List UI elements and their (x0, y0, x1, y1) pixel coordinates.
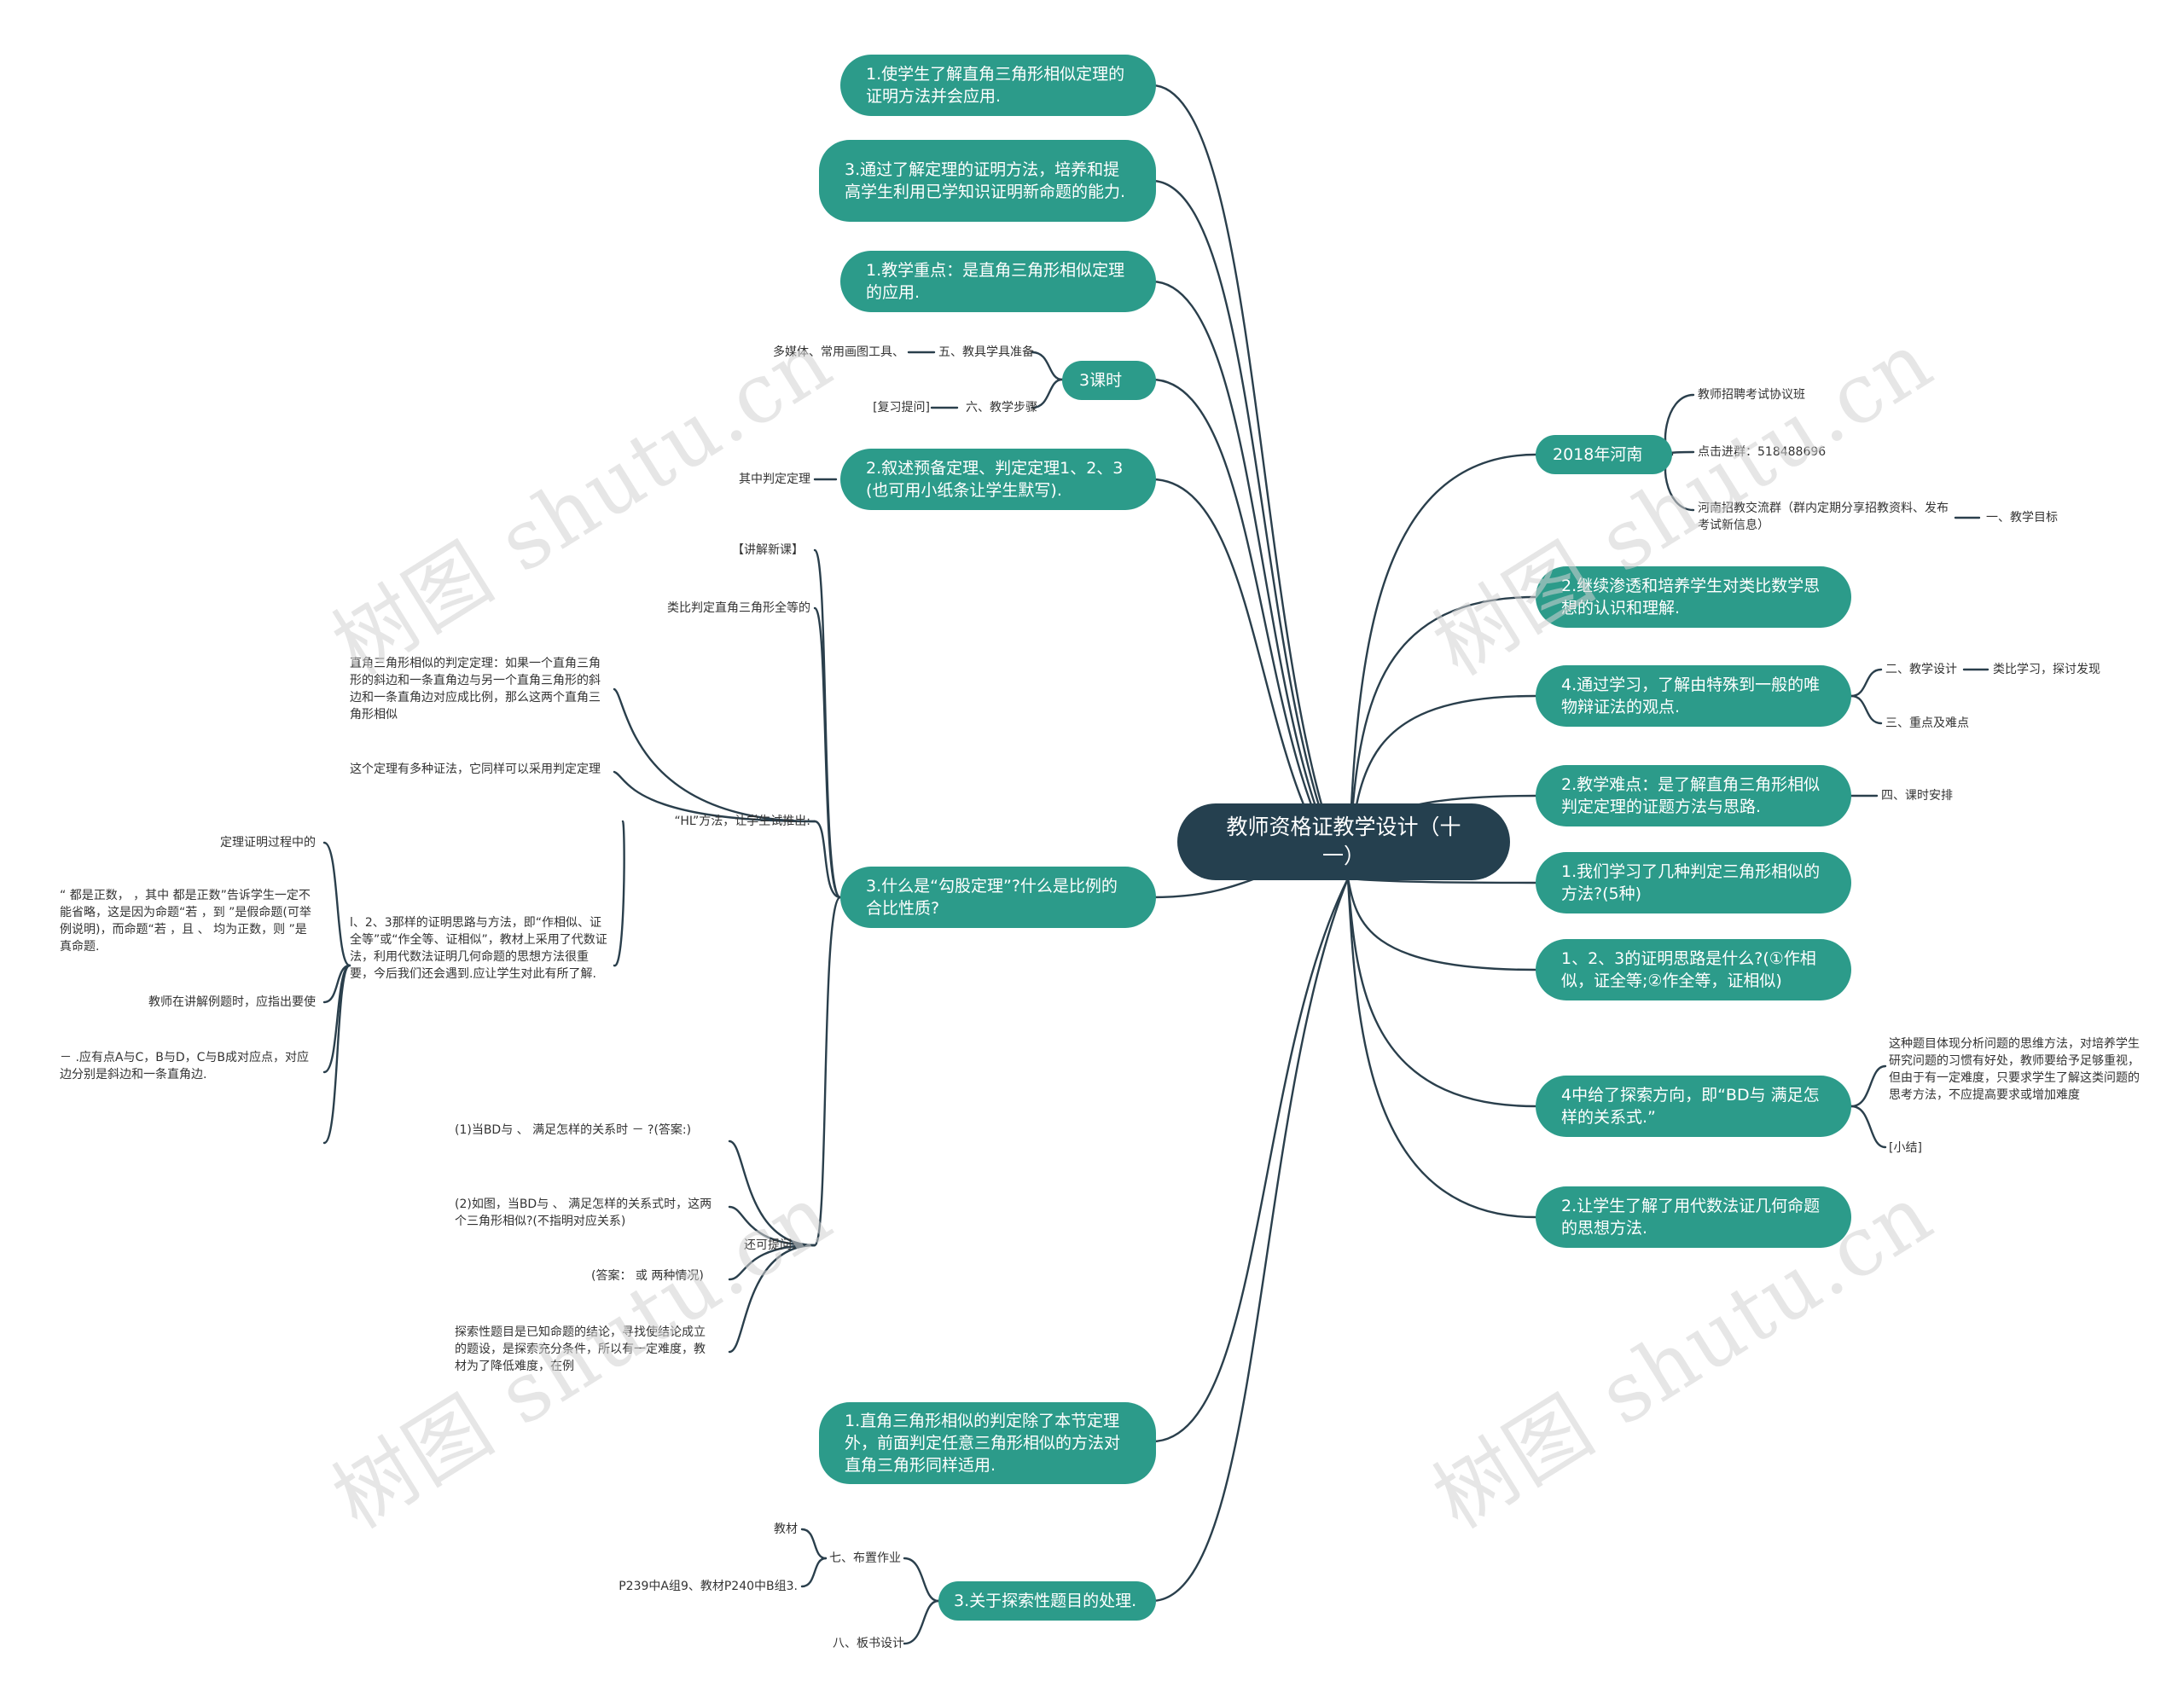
leaf-new-lesson: 【讲解新课】 (732, 543, 804, 557)
leaf-analogy: 类比判定直角三角形全等的 (667, 601, 810, 615)
leaf-judgment-theorem: 其中判定定理 (739, 473, 810, 486)
topic-class-hours[interactable]: 3课时 (1062, 361, 1156, 400)
leaf-key-difficulties: 三、重点及难点 (1885, 716, 1969, 730)
leaf-teaching-steps: 六、教学步骤 (966, 401, 1037, 415)
topic-other-methods[interactable]: 1.直角三角形相似的判定除了本节定理外，前面判定任意三角形相似的方法对直角三角形… (819, 1402, 1156, 1484)
leaf-homework: 七、布置作业 (829, 1551, 901, 1565)
leaf-correspondence: － .应有点A与C，B与D，C与B成对应点，对应边分别是斜边和一条直角边. (60, 1051, 310, 1082)
topic-proof-method[interactable]: 1.使学生了解直角三角形相似定理的证明方法并会应用. (840, 55, 1156, 116)
topic-algebra-geometry[interactable]: 2.让学生了解了用代数法证几何命题的思想方法. (1536, 1186, 1851, 1248)
leaf-proof-process: 定理证明过程中的 (220, 836, 316, 850)
leaf-example-note: 教师在讲解例题时，应指出要使 (148, 995, 316, 1009)
topic-exploration-direction[interactable]: 4中给了探索方向，即“BD与 满足怎样的关系式.” (1536, 1076, 1851, 1137)
leaf-positive-numbers: “ 都是正数， ，其中 都是正数”告诉学生一定不能省略，这是因为命题“若 ，到 … (60, 889, 311, 954)
topic-dialectics[interactable]: 4.通过学习，了解由特殊到一般的唯物辩证法的观点. (1536, 665, 1851, 727)
leaf-review-questions: [复习提问] (873, 401, 930, 415)
leaf-board-design: 八、板书设计 (833, 1637, 904, 1650)
leaf-question-2: (2)如图，当BD与 、 满足怎样的关系式时，这两个三角形相似?(不指明对应关系… (455, 1198, 712, 1228)
branch-connectors (322, 351, 1989, 1645)
leaf-algebra-proof: l、2、3那样的证明思路与方法，即“作相似、证全等”或“作全等、证相似”，教材上… (350, 916, 607, 981)
topic-analogy-thinking[interactable]: 2.继续渗透和培养学生对类比数学思想的认识和理解. (1536, 566, 1851, 628)
topic-exploratory[interactable]: 3.关于探索性题目的处理. (938, 1581, 1156, 1621)
leaf-analogy-learning: 类比学习，探讨发现 (1993, 663, 2100, 676)
topic-henan-2018[interactable]: 2018年河南 (1536, 435, 1672, 474)
leaf-multiple-proofs: 这个定理有多种证法，它同样可以采用判定定理 (350, 763, 601, 776)
leaf-question-1: (1)当BD与 、 满足怎样的关系时 － ?(答案:) (455, 1123, 692, 1137)
leaf-further-questions: 还可提问: (744, 1238, 796, 1252)
leaf-hl-method: “HL”方法，让学生试推出: (674, 815, 810, 828)
leaf-exploration: 探索性题目是已知命题的结论，寻找使结论成立的题设，是探索充分条件，所以有一定难度… (455, 1325, 706, 1373)
leaf-join-group: 点击进群：518488696 (1698, 445, 1827, 459)
topic-key-point[interactable]: 1.教学重点：是直角三角形相似定理的应用. (840, 251, 1156, 312)
leaf-schedule: 四、课时安排 (1881, 789, 1953, 803)
topic-ability[interactable]: 3.通过了解定理的证明方法，培养和提高学生利用已学知识证明新命题的能力. (819, 140, 1156, 222)
leaf-similarity-theorem: 直角三角形相似的判定定理：如果一个直角三角形的斜边和一条直角边与另一个直角三角形… (350, 657, 601, 722)
root-title: 教师资格证教学设计（十一） (1226, 815, 1461, 868)
root-node[interactable]: 教师资格证教学设计（十一） (1177, 803, 1510, 880)
leaf-summary: [小结] (1889, 1141, 1922, 1155)
topic-pythagorean[interactable]: 3.什么是“勾股定理”?什么是比例的合比性质? (840, 867, 1156, 928)
topic-five-methods[interactable]: 1.我们学习了几种判定三角形相似的方法?(5种) (1536, 852, 1851, 913)
leaf-answer: (答案： 或 两种情况) (591, 1269, 704, 1283)
leaf-thinking-method: 这种题目体现分析问题的思维方法，对培养学生研究问题的习惯有好处，教师要给予足够重… (1889, 1037, 2140, 1102)
leaf-teaching-design: 二、教学设计 (1885, 663, 1957, 676)
topic-difficulty[interactable]: 2.教学难点：是了解直角三角形相似判定定理的证题方法与思路. (1536, 765, 1851, 826)
topic-theorem-recall[interactable]: 2.叙述预备定理、判定定理1、2、3(也可用小纸条让学生默写). (840, 449, 1156, 510)
leaf-teaching-tools: 五、教具学具准备 (938, 345, 1034, 359)
leaf-agreement-class: 教师招聘考试协议班 (1698, 388, 1805, 402)
leaf-textbook: 教材 (774, 1522, 798, 1536)
topic-proof-ideas[interactable]: 1、2、3的证明思路是什么?(①作相似，证全等;②作全等，证相似) (1536, 939, 1851, 1000)
leaf-teaching-goals: 一、教学目标 (1986, 511, 2058, 525)
leaf-multimedia: 多媒体、常用画图工具、 (773, 345, 904, 359)
leaf-exchange-group: 河南招教交流群（群内定期分享招教资料、发布考试新信息） (1698, 502, 1949, 532)
leaf-exercises: P239中A组9、教材P240中B组3. (619, 1580, 798, 1593)
